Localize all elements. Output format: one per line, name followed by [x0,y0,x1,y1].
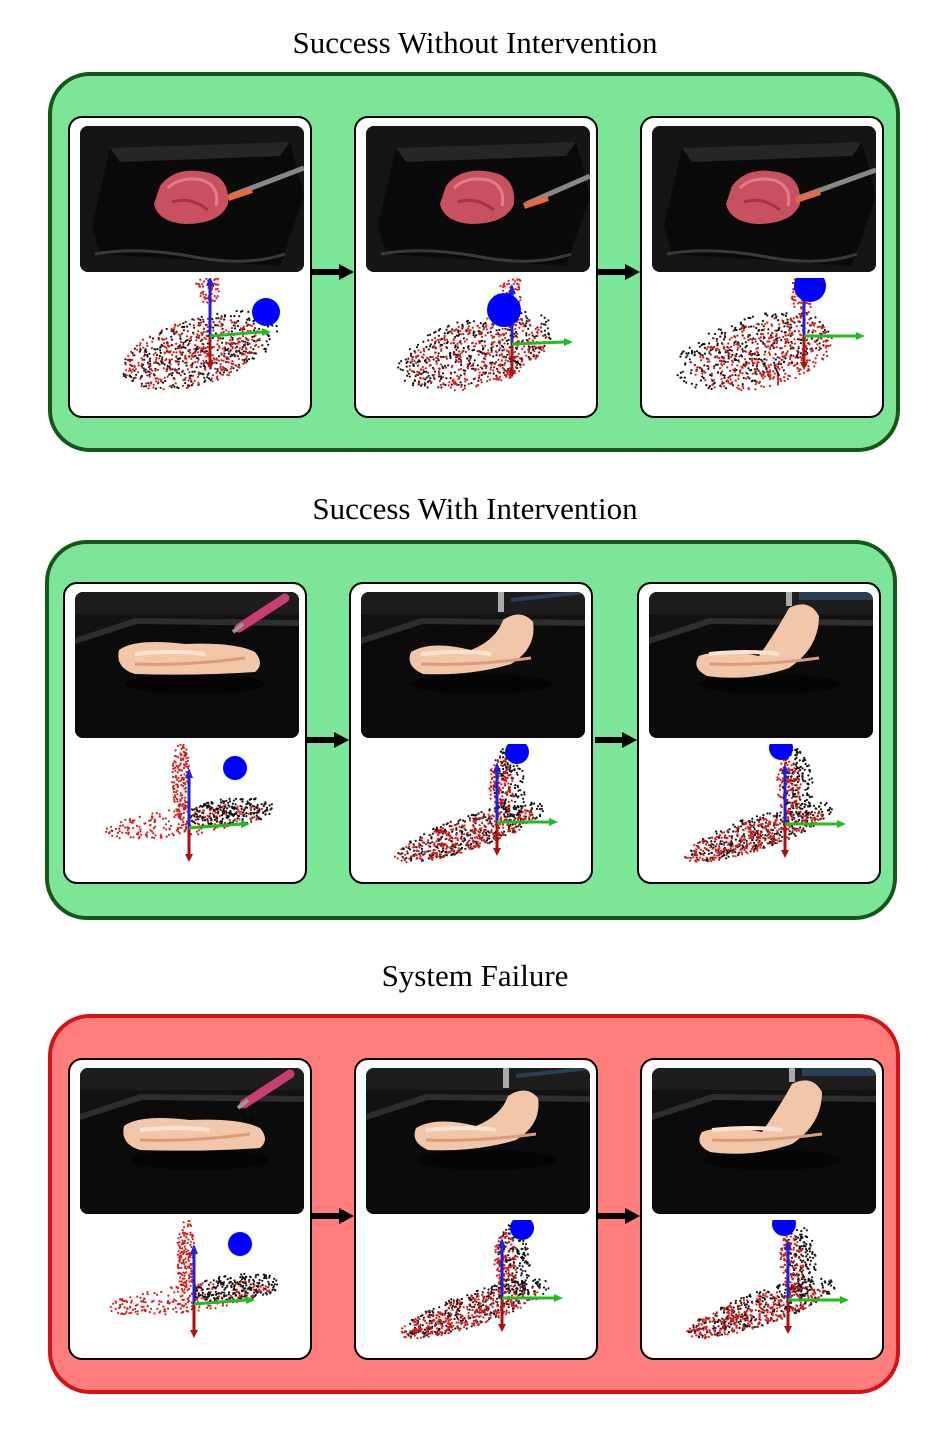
camera-photo [80,1068,304,1214]
camera-photo [75,592,299,738]
camera-photo [361,592,585,738]
right-arrow-icon [312,264,354,280]
success-without-intervention-panel [48,72,900,452]
camera-photo [80,126,304,272]
point-cloud-view [649,744,873,880]
point-cloud-view [361,744,585,880]
section-title: Success Without Intervention [292,25,658,60]
camera-photo [366,126,590,272]
step-card [640,116,884,418]
right-arrow-icon [598,264,640,280]
step-card [63,582,307,884]
point-cloud-view [366,278,590,414]
section-title: Success With Intervention [312,491,638,526]
section-title: System Failure [381,958,569,993]
step-card [349,582,593,884]
point-cloud-view [366,1220,590,1356]
right-arrow-icon [307,732,349,748]
point-cloud-view [80,278,304,414]
step-card [354,116,598,418]
point-cloud-view [80,1220,304,1356]
right-arrow-icon [595,732,637,748]
step-card [637,582,881,884]
point-cloud-view [652,1220,876,1356]
point-cloud-view [652,278,876,414]
step-card [68,1058,312,1360]
step-card [640,1058,884,1360]
step-card [354,1058,598,1360]
camera-photo [652,126,876,272]
camera-photo [366,1068,590,1214]
right-arrow-icon [598,1208,640,1224]
success-with-intervention-panel [45,540,897,920]
right-arrow-icon [312,1208,354,1224]
system-failure-panel [48,1014,900,1394]
camera-photo [652,1068,876,1214]
step-card [68,116,312,418]
point-cloud-view [75,744,299,880]
camera-photo [649,592,873,738]
